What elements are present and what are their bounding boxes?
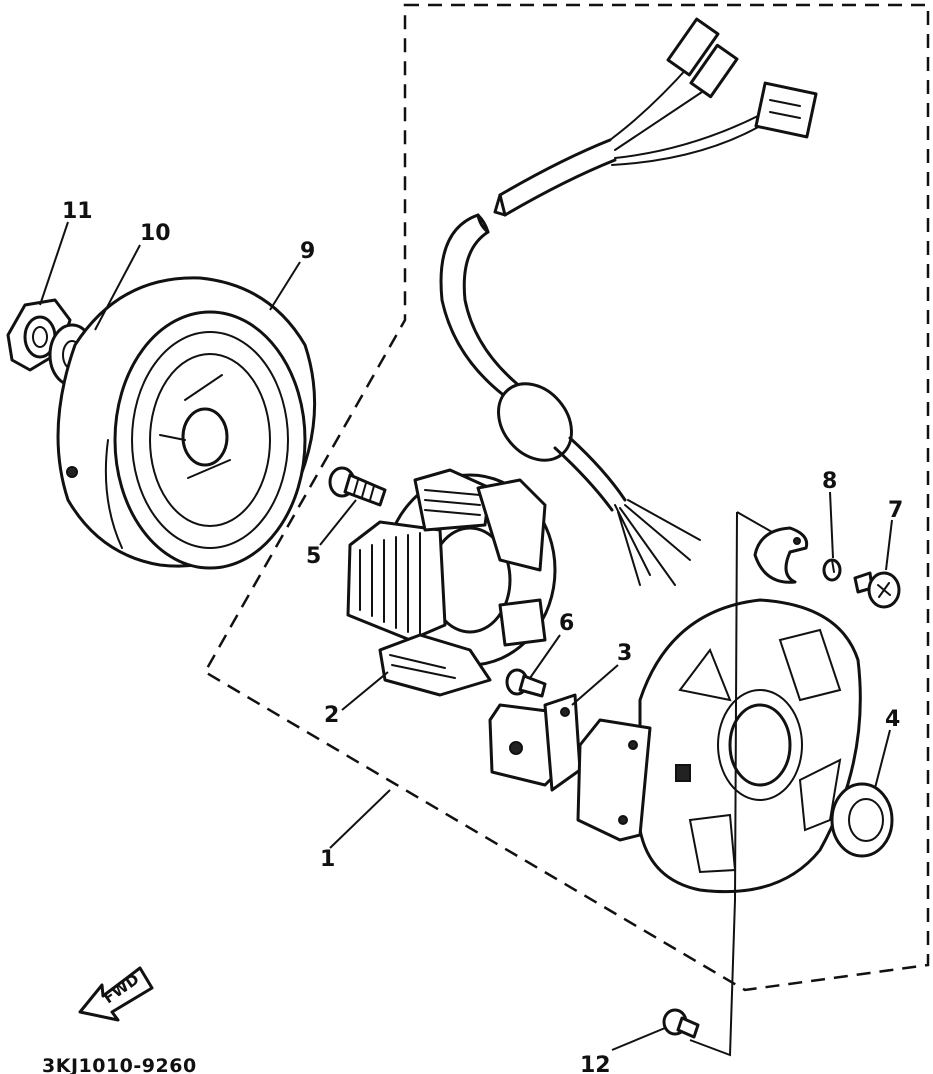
callout-4: 4 [885, 707, 900, 732]
callout-6: 6 [559, 611, 574, 636]
callout-8: 8 [822, 469, 837, 494]
callout-11: 11 [62, 199, 93, 224]
part-2-stator-coil [346, 468, 557, 697]
wire-harness [439, 17, 818, 586]
part-8-clamp [753, 526, 809, 584]
part-8-lock-washer [822, 558, 842, 582]
part-1-base-plate [576, 598, 862, 894]
part-9-flywheel-rotor [56, 276, 317, 570]
part-3-pulser-coil [488, 693, 582, 792]
part-7-screw [853, 571, 901, 609]
drawing-code: 3KJ1010-9260 [42, 1055, 197, 1074]
assembly-boundary-dashed [203, 3, 930, 992]
part-5-screw [328, 466, 387, 507]
callout-7: 7 [888, 498, 903, 523]
callout-10: 10 [140, 221, 171, 246]
callout-5: 5 [306, 544, 321, 569]
callout-3: 3 [617, 641, 632, 666]
callout-9: 9 [300, 239, 315, 264]
leader-lines [39, 221, 893, 1057]
fwd-arrow-icon: FWD [78, 966, 154, 1022]
part-12-screw [662, 1008, 700, 1039]
callout-1: 1 [320, 847, 335, 872]
part-6-screw [505, 668, 547, 698]
callout-2: 2 [324, 703, 339, 728]
callout-numbers: 11 10 9 8 7 5 6 3 2 4 1 12 [62, 199, 903, 1074]
part-4-oil-seal [830, 782, 894, 858]
callout-12: 12 [580, 1053, 611, 1074]
